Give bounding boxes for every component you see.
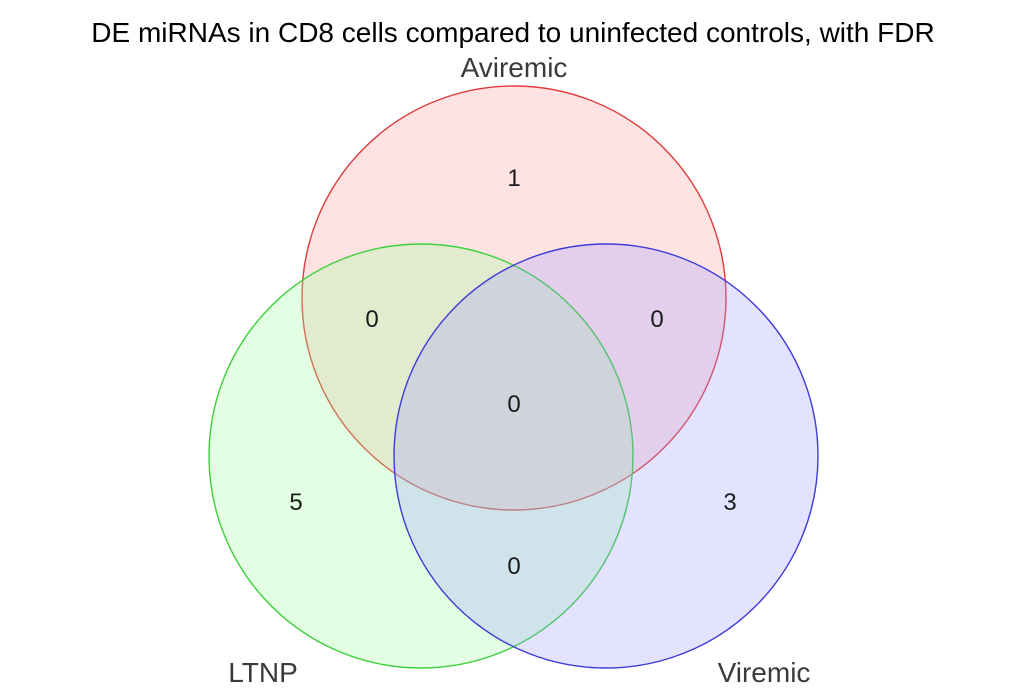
count-viremic-only: 3 bbox=[723, 489, 736, 516]
label-viremic: Viremic bbox=[718, 657, 811, 688]
count-ltnp-viremic: 0 bbox=[507, 553, 520, 580]
circle-aviremic bbox=[301, 85, 727, 511]
count-aviremic-ltnp: 0 bbox=[365, 306, 378, 333]
label-aviremic: Aviremic bbox=[461, 52, 568, 83]
label-ltnp: LTNP bbox=[228, 657, 298, 688]
count-aviremic-viremic: 0 bbox=[650, 306, 663, 333]
circle-ltnp bbox=[208, 243, 634, 669]
circle-viremic bbox=[393, 243, 819, 669]
count-ltnp-only: 5 bbox=[289, 489, 302, 516]
chart-title: DE miRNAs in CD8 cells compared to uninf… bbox=[91, 17, 934, 48]
count-aviremic-only: 1 bbox=[507, 165, 520, 192]
count-all-three: 0 bbox=[507, 391, 520, 418]
